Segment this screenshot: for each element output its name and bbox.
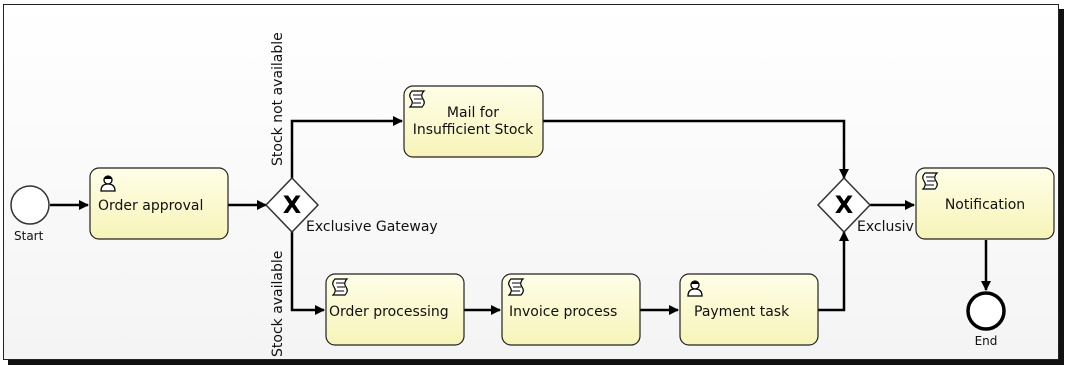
task-invoice-process[interactable]: Invoice process: [501, 273, 641, 346]
flow-mail-to-merge: [543, 119, 849, 179]
notification-label: Notification: [945, 197, 1025, 213]
gateway-x-marker: X: [835, 191, 854, 219]
task-mail-insufficient-stock[interactable]: Mail for Insufficient Stock: [403, 85, 544, 158]
end-label: End: [975, 334, 998, 348]
flow-label-stock-not-available: Stock not available: [270, 32, 286, 166]
split-gateway-label: Exclusive Gateway: [306, 219, 438, 235]
exclusive-gateway-merge[interactable]: X: [816, 176, 872, 234]
gateway-x-marker: X: [283, 191, 302, 219]
exclusive-gateway-split[interactable]: X: [264, 176, 320, 234]
mail-label-line1: Mail for: [447, 105, 499, 121]
start-event[interactable]: [10, 185, 50, 225]
task-order-processing[interactable]: Order processing: [325, 273, 465, 346]
task-payment[interactable]: Payment task: [679, 273, 819, 346]
order-processing-label: Order processing: [329, 304, 449, 320]
flow-gateway-to-processing: [290, 231, 325, 315]
mail-label-line2: Insufficient Stock: [413, 122, 534, 138]
flow-payment-to-merge: [818, 231, 849, 312]
invoice-process-label: Invoice process: [509, 304, 617, 320]
flow-gateway-to-mail: [290, 116, 403, 179]
script-icon: [922, 172, 938, 190]
merge-gateway-label: Exclusiv: [857, 219, 914, 235]
order-approval-label: Order approval: [98, 198, 203, 214]
task-notification[interactable]: Notification: [915, 167, 1055, 240]
script-icon: [332, 278, 348, 296]
task-order-approval[interactable]: Order approval: [89, 167, 229, 240]
script-icon: [508, 278, 524, 296]
script-icon: [409, 90, 425, 108]
start-label: Start: [14, 229, 44, 243]
end-event[interactable]: [966, 291, 1006, 331]
flow-label-stock-available: Stock available: [270, 251, 286, 357]
payment-task-label: Payment task: [694, 304, 790, 320]
